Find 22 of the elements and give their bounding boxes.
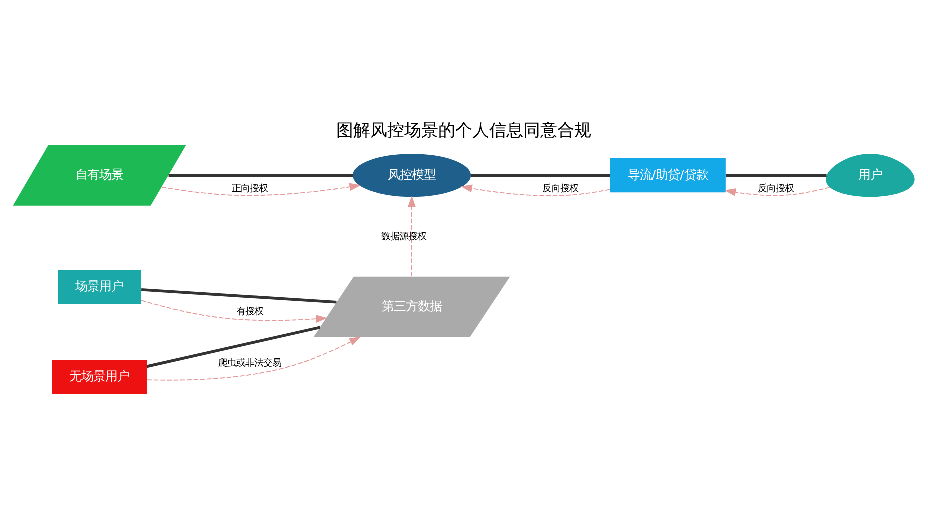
node-ellipse: 风控模型: [352, 154, 472, 197]
edge-label: 反向授权: [758, 183, 794, 194]
node-box: 场景用户: [58, 270, 142, 304]
connector: [141, 288, 337, 304]
node-box: 无场景用户: [52, 360, 148, 394]
edge-label: 反向授权: [542, 183, 578, 194]
arrow: [724, 186, 830, 196]
edge-label: 数据源授权: [381, 230, 426, 242]
arrow: [141, 300, 328, 323]
diagram-title: 图解风控场景的个人信息同意合规: [336, 120, 592, 141]
edge-label: 有授权: [236, 306, 264, 318]
connector: [470, 174, 610, 176]
connector: [146, 326, 320, 368]
arrow: [146, 336, 361, 380]
arrow: [408, 195, 416, 277]
arrow: [161, 182, 362, 196]
edge-label: 爬虫或非法交易: [218, 357, 282, 368]
connector: [726, 174, 827, 176]
node-box: 导流/助贷/贷款: [610, 158, 726, 192]
arrow: [460, 184, 611, 196]
connector: [168, 174, 353, 176]
edge-label: 正向授权: [232, 183, 268, 194]
